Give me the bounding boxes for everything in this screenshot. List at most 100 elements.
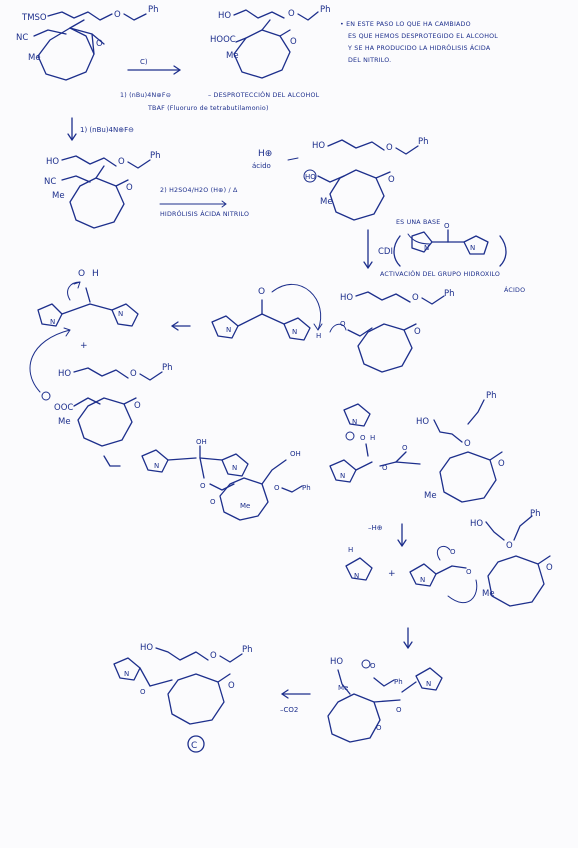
structure-2-hooc: HO O Ph HOOC O Me	[210, 5, 331, 79]
curved-arrow-attack	[29, 329, 71, 393]
n-label: N	[292, 328, 297, 336]
me-label: Me	[240, 502, 250, 510]
arrow-left-1	[171, 321, 191, 331]
o-label: O	[210, 498, 216, 506]
n-label: N	[124, 670, 129, 678]
ph-label: Ph	[444, 289, 455, 299]
cdi-step: CDI ES UNA BASE N O N ACTIVACIÓN DEL GRU…	[363, 219, 525, 294]
o-label: O	[464, 439, 471, 449]
ho-label: HO	[46, 157, 59, 167]
ho-circled-label: HO	[305, 173, 316, 181]
top-note: • EN ESTE PASO LO QUE HA CAMBIADO ES QUE…	[340, 21, 498, 64]
cdi-reagent: CDI	[378, 247, 393, 257]
o-label: O	[498, 459, 505, 469]
oh-label: OH	[196, 438, 207, 446]
top-note-line-2: ES QUE HEMOS DESPROTEGIDO EL ALCOHOL	[348, 33, 498, 40]
step-1-left-reagent: 1) (nBu)4N⊕F⊖	[80, 126, 134, 134]
structure-4-acid: H⊕ ácido HO O Ph HO O Me	[252, 137, 429, 221]
product-c-label: C	[191, 741, 197, 751]
h-label: H	[316, 332, 321, 340]
n-label: N	[352, 418, 357, 426]
top-note-line-4: DEL NITRILO.	[348, 57, 391, 64]
o-label: O	[546, 563, 553, 573]
ho-label: HO	[470, 519, 483, 529]
n-label: N	[470, 244, 475, 252]
structure-7-acid: HO O Ph O O	[329, 289, 455, 373]
oh-label: OH	[290, 450, 301, 458]
ph-label: Ph	[486, 391, 497, 401]
o-label: O	[340, 320, 346, 328]
nc-label: NC	[44, 177, 56, 187]
ho-label: HO	[218, 11, 231, 21]
ho-label: HO	[140, 643, 153, 653]
n-label: N	[354, 572, 359, 580]
ho-label: HO	[58, 369, 71, 379]
structure-11-imidazole-release: H N + N O O HO O Ph O Me	[345, 509, 553, 607]
ho-label: HO	[340, 293, 353, 303]
n-label: N	[232, 464, 237, 472]
arrow-step-c: C)	[127, 58, 181, 75]
o-label: O	[402, 444, 408, 452]
o-label: O	[396, 706, 402, 714]
n-label: N	[154, 462, 159, 470]
o-label: O	[140, 688, 146, 696]
structure-12-intermediate: HO O Ph N Me O O	[327, 657, 443, 743]
step-1-desc-1: – DESPROTECCIÓN DEL ALCOHOL	[208, 90, 320, 99]
ph-label: Ph	[162, 363, 173, 373]
structure-6-cdi: O N N H	[211, 284, 323, 341]
structure-13-final-product: HO O Ph N O O C	[113, 643, 253, 753]
me-label: Me	[226, 51, 239, 61]
step-1-note: 1) (nBu)4N⊕F⊖ – DESPROTECCIÓN DEL ALCOHO…	[120, 90, 320, 112]
step-1-desc-2: TBAF (Fluoruro de tetrabutilamonio)	[147, 105, 269, 112]
o-label: O	[274, 484, 280, 492]
ph-label: Ph	[150, 151, 161, 161]
o-label: O	[130, 369, 137, 379]
nc-label: NC	[16, 33, 28, 43]
step-2-desc: HIDRÓLISIS ÁCIDA NITRILO	[160, 209, 249, 218]
step-c-label: C)	[140, 58, 148, 66]
me-label: Me	[320, 197, 333, 207]
o-label: O	[414, 327, 421, 337]
arrow-minus-h: –H⊕	[368, 523, 407, 547]
structure-9-tetrahedral: N OH N O OH O Ph O Me	[141, 438, 311, 521]
o-label: O	[412, 293, 419, 303]
plus-label: +	[80, 341, 88, 351]
n-label: N	[420, 576, 425, 584]
acid-word-label: ácido	[252, 162, 271, 170]
arrow-minus-co2: –CO2	[280, 689, 311, 714]
structure-3-ho-nc: HO O Ph NC O Me	[44, 151, 161, 229]
ph-label: Ph	[418, 137, 429, 147]
o-label: O	[376, 724, 382, 732]
ho-label: HO	[312, 141, 325, 151]
ph-label: Ph	[394, 678, 403, 686]
arrow-down-2	[403, 627, 413, 649]
o-label: O	[114, 10, 121, 20]
n-label: N	[426, 680, 431, 688]
me-label: Me	[52, 191, 65, 201]
ho-label: HO	[416, 417, 429, 427]
imidazole-anion: N	[343, 403, 371, 441]
n-label: N	[226, 326, 231, 334]
structure-5-acyl-imidazole: O H N N +	[37, 269, 139, 351]
tmso-label: TMSO	[21, 13, 47, 23]
structure-10-anhydride: O H N O O HO O Ph O Me	[329, 391, 505, 503]
me-label: Me	[482, 589, 495, 599]
o-label: O	[288, 9, 295, 19]
o-label: O	[466, 568, 472, 576]
o-label: O	[258, 287, 265, 297]
plus-label: +	[388, 569, 396, 579]
ooc-label: OOC	[54, 403, 73, 413]
me-label: Me	[424, 491, 437, 501]
step-2-note: 2) H2SO4/H2O (H⊕) / Δ HIDRÓLISIS ÁCIDA N…	[159, 187, 249, 218]
ph-label: Ph	[242, 645, 253, 655]
n-label: N	[50, 318, 55, 326]
o-label: O	[78, 269, 85, 279]
h-label: H	[370, 434, 375, 442]
ho-label: HO	[330, 657, 343, 667]
o-label: O	[134, 401, 141, 411]
top-note-line-3: Y SE HA PRODUCIDO LA HIDRÓLISIS ÁCIDA	[347, 43, 491, 52]
me-label: Me	[58, 417, 71, 427]
o-label: O	[118, 157, 125, 167]
